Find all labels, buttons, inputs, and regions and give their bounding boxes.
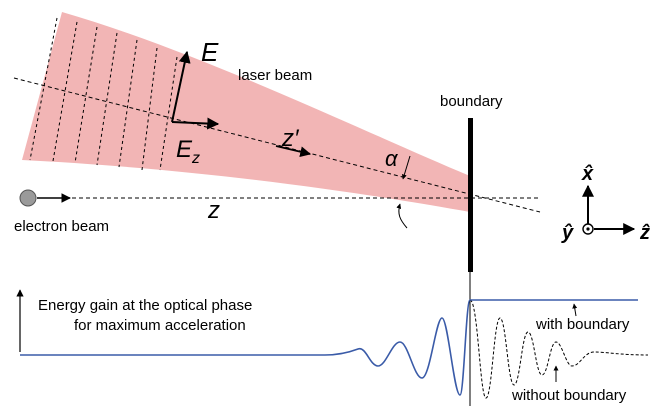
- field-ez-arrow: [171, 117, 220, 130]
- electron-beam-label: electron beam: [14, 218, 109, 235]
- field-e-label: E: [201, 37, 219, 67]
- wavefronts: [29, 17, 178, 171]
- coord-y-label: ŷ: [561, 222, 574, 244]
- z-axis-label: z: [207, 197, 220, 224]
- laser-beam-label: laser beam: [238, 67, 312, 84]
- z-prime-arrow: [275, 145, 312, 158]
- energy-gain-label-2: for maximum acceleration: [74, 317, 246, 334]
- coord-x-label: x̂: [581, 163, 594, 185]
- field-ez-label: Ez: [176, 136, 200, 167]
- with-boundary-curve: [20, 299, 638, 396]
- with-boundary-label: with boundary: [535, 316, 630, 333]
- boundary-plate: [468, 118, 473, 272]
- alpha-arrow-upper: [401, 155, 411, 180]
- alpha-label: α: [385, 146, 399, 171]
- coord-z-label: ẑ: [639, 222, 650, 244]
- with-boundary-pointer: [572, 303, 578, 317]
- without-boundary-label: without boundary: [511, 387, 627, 404]
- without-boundary-curve: [469, 299, 649, 399]
- alpha-arrow-lower: [396, 203, 408, 229]
- boundary-label: boundary: [440, 93, 503, 110]
- energy-gain-label-1: Energy gain at the optical phase: [38, 297, 252, 314]
- coordinate-system: [582, 184, 636, 235]
- field-e-arrow: [171, 50, 191, 123]
- z-prime-label: z′: [281, 125, 300, 152]
- electron-icon: [19, 189, 37, 207]
- laser-beam: [22, 12, 470, 212]
